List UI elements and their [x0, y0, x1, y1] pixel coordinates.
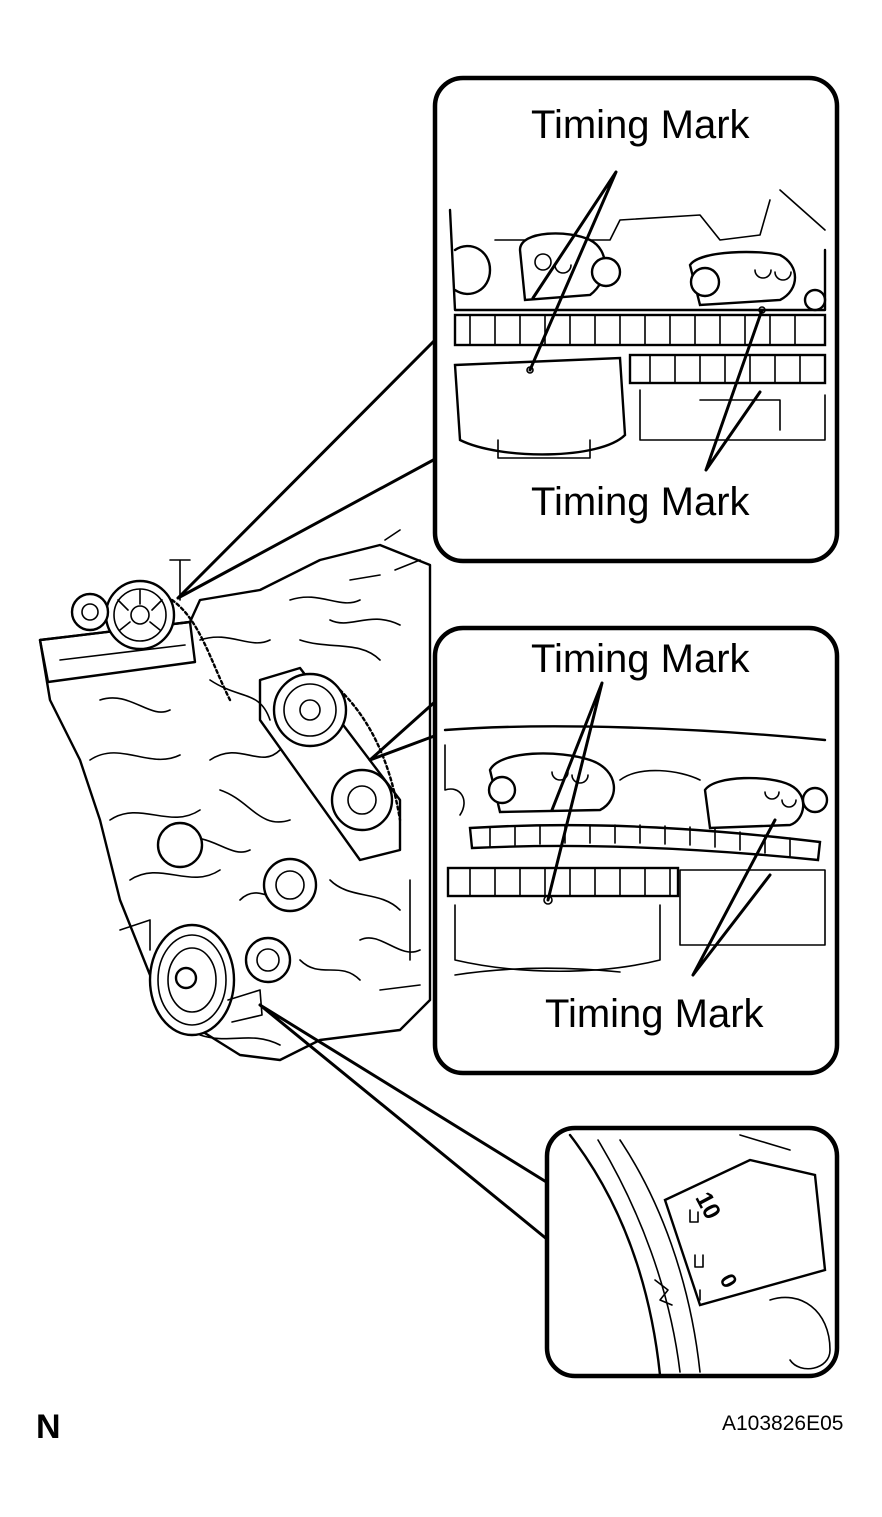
middle-callout-lower-label: Timing Mark — [545, 992, 764, 1036]
top-callout-detail — [448, 170, 827, 472]
crankshaft-pulley — [148, 923, 263, 1037]
callout-box-middle — [432, 625, 840, 1076]
top-callout-upper-label: Timing Mark — [531, 103, 750, 147]
figure-id: A103826E05 — [722, 1412, 844, 1435]
callout-leaders — [176, 336, 550, 1242]
middle-callout-upper-label: Timing Mark — [531, 637, 750, 681]
left-cam-sprocket — [70, 579, 176, 651]
callout-box-top — [432, 75, 840, 564]
orientation-mark: N — [36, 1408, 61, 1446]
right-cam-sprocket — [258, 666, 402, 862]
bottom-callout-detail — [568, 1133, 831, 1377]
top-callout-lower-label: Timing Mark — [531, 480, 750, 524]
callout-box-bottom — [544, 1125, 840, 1379]
engine-drawing — [38, 529, 432, 1062]
middle-callout-detail — [443, 681, 829, 977]
